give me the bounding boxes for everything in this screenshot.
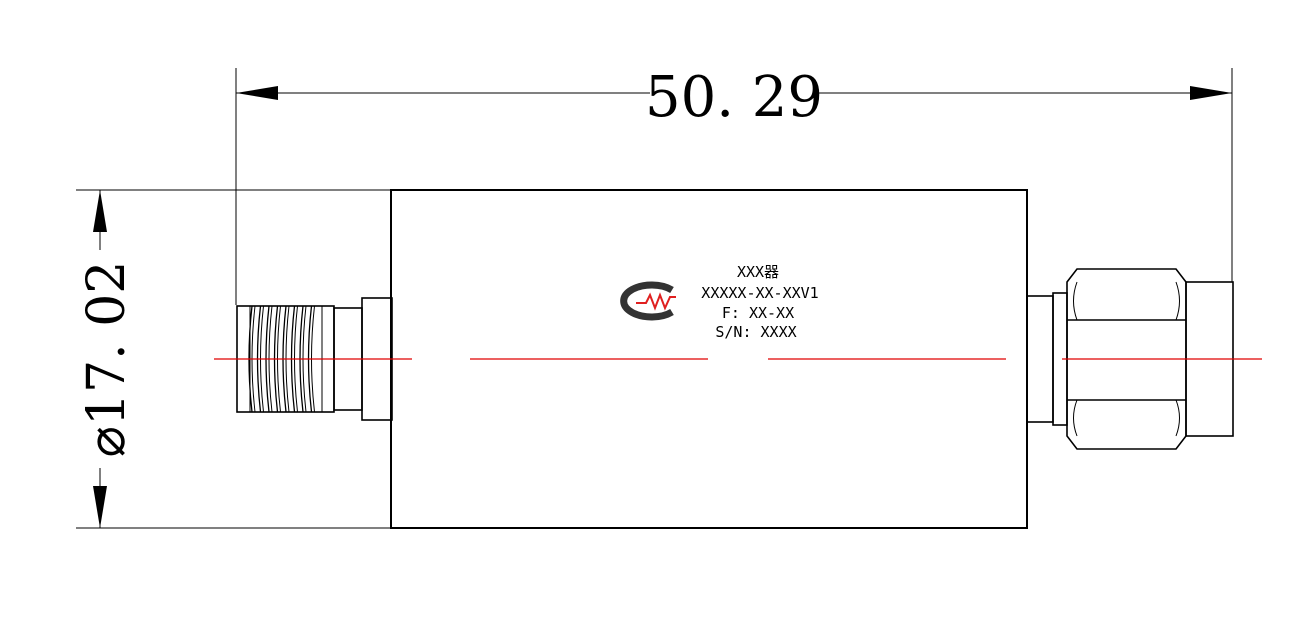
arrowhead-left <box>236 86 278 100</box>
diameter-dimension-value: ⌀17. 02 <box>77 261 137 458</box>
diameter-dimension: ⌀17. 02 <box>76 189 391 529</box>
label-line-2: XXXXX-XX-XXV1 <box>701 284 818 302</box>
mw-logo-icon <box>620 281 676 321</box>
length-dimension: 50. 29 <box>235 65 1233 305</box>
right-connector-flange <box>1026 295 1054 423</box>
label-line-1: XXX器 <box>737 263 779 281</box>
label-line-4: S/N: XXXX <box>715 323 796 341</box>
label-line-3: F: XX-XX <box>722 304 794 322</box>
arrowhead-top <box>93 190 107 232</box>
right-connector <box>1026 268 1234 450</box>
arrowhead-bottom <box>93 486 107 528</box>
label-plate: XXX器 XXXXX-XX-XXV1 F: XX-XX S/N: XXXX <box>620 263 819 341</box>
arrowhead-right <box>1190 86 1232 100</box>
length-dimension-value: 50. 29 <box>645 65 823 130</box>
